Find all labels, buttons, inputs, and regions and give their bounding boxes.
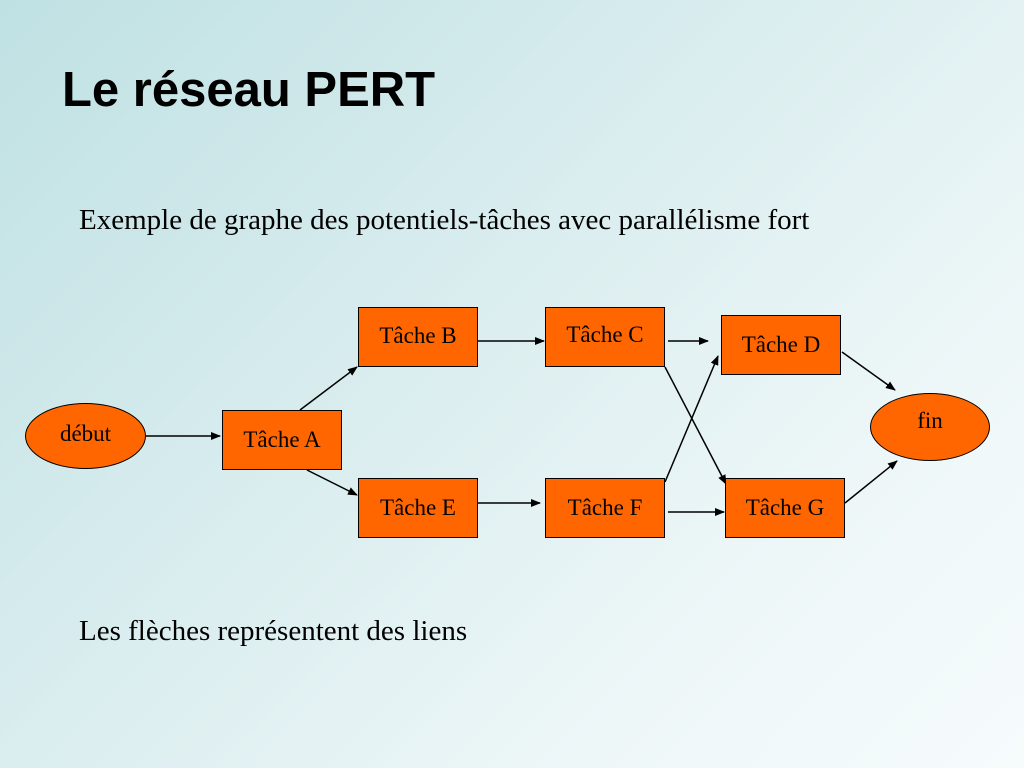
footer-note: Les flèches représentent des liens: [79, 615, 468, 647]
edge-a-e: [306, 469, 358, 496]
edge-f-d: [664, 355, 719, 483]
node-fin: fin: [870, 393, 990, 461]
edge-c-g: [664, 366, 727, 485]
subtitle: Exemple de graphe des potentiels-tâches …: [79, 204, 810, 236]
node-debut: début: [25, 403, 146, 469]
node-tache-g: Tâche G: [725, 478, 845, 538]
node-tache-c: Tâche C: [545, 307, 665, 367]
node-tache-d: Tâche D: [721, 315, 841, 375]
edge-d-fin: [841, 351, 896, 391]
edge-a-b: [299, 366, 358, 411]
node-tache-a: Tâche A: [222, 410, 342, 470]
node-tache-e: Tâche E: [358, 478, 478, 538]
node-tache-b: Tâche B: [358, 307, 478, 367]
page-title: Le réseau PERT: [62, 63, 436, 117]
node-tache-f: Tâche F: [545, 478, 665, 538]
edge-g-fin: [844, 460, 898, 504]
